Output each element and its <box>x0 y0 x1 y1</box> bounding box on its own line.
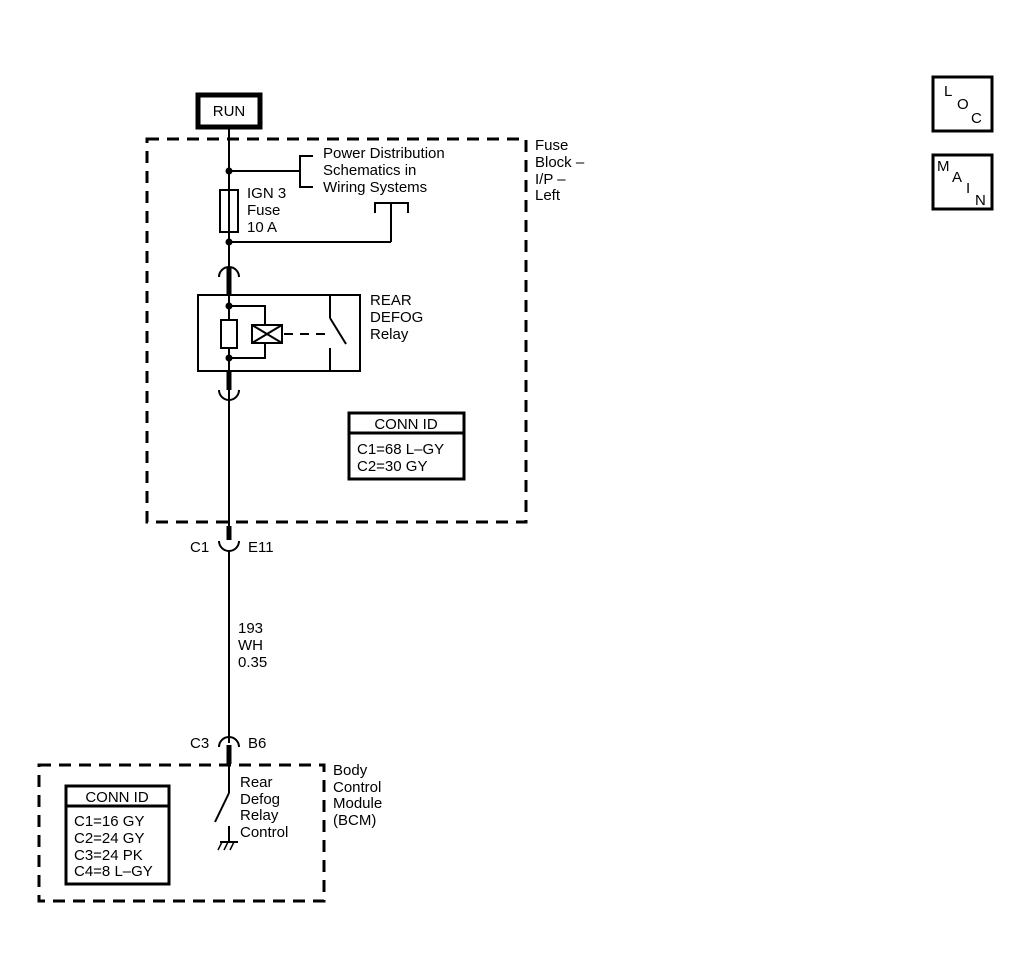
fuse-block-label-line: Block – <box>535 154 585 171</box>
main-letter: I <box>966 180 970 197</box>
run-power-source: RUN <box>195 92 263 130</box>
bcm-control-switch: Rear Defog Relay Control <box>214 764 288 851</box>
wire-label-line: WH <box>238 637 263 654</box>
fuse-block-label: Fuse Block – I/P – Left <box>535 137 585 204</box>
conn-id-row: C4=8 L–GY <box>74 863 153 880</box>
power-dist-line: Schematics in <box>323 162 416 179</box>
wire-label-line: 193 <box>238 620 263 637</box>
connector-c1-e11: C1 E11 <box>190 526 274 556</box>
connector-c3-b6: C3 B6 <box>190 735 266 764</box>
fuse-block-label-line: I/P – <box>535 171 566 188</box>
relay-input-connector <box>218 266 240 295</box>
power-dist-line: Power Distribution <box>323 145 445 162</box>
power-distribution-reference: Power Distribution Schematics in Wiring … <box>299 145 445 242</box>
wire-label-line: 0.35 <box>238 654 267 671</box>
relay-label-line: REAR <box>370 292 412 309</box>
bcm-conn-id-table: CONN ID C1=16 GY C2=24 GY C3=24 PK C4=8 … <box>64 784 171 886</box>
control-label-line: Relay <box>240 807 279 824</box>
conn-id-row: C2=30 GY <box>357 458 427 475</box>
fuse-block-conn-id-table: CONN ID C1=68 L–GY C2=30 GY <box>347 411 466 481</box>
conn-id-row: C2=24 GY <box>74 830 144 847</box>
ign3-fuse: IGN 3 Fuse 10 A <box>219 185 286 236</box>
main-letter: A <box>952 169 962 186</box>
loc-letter: C <box>971 110 982 127</box>
relay-label-line: DEFOG <box>370 309 423 326</box>
fuse-label-line: IGN 3 <box>247 185 286 202</box>
wire-193-label: 193 WH 0.35 <box>238 620 267 671</box>
conn-id-row: C3=24 PK <box>74 847 143 864</box>
rear-defog-relay: REAR DEFOG Relay <box>197 292 423 372</box>
fuse-label-line: 10 A <box>247 219 277 236</box>
main-letter: N <box>975 192 986 209</box>
connector-c1-label: C1 <box>190 539 209 556</box>
loc-letter: O <box>957 96 969 113</box>
fuse-block-label-line: Left <box>535 187 561 204</box>
fuse-label-line: Fuse <box>247 202 280 219</box>
connector-b6-label: B6 <box>248 735 266 752</box>
control-label-line: Defog <box>240 791 280 808</box>
bcm-label-line: Control <box>333 779 381 796</box>
connector-c3-label: C3 <box>190 735 209 752</box>
fuse-block-boundary <box>145 137 528 524</box>
fuse-block-label-line: Fuse <box>535 137 568 154</box>
bcm-label-line: Module <box>333 795 382 812</box>
conn-id-row: C1=68 L–GY <box>357 441 444 458</box>
conn-id-title: CONN ID <box>374 416 438 433</box>
bcm-label-line: Body <box>333 762 368 779</box>
ground-icon <box>217 841 238 851</box>
connector-e11-label: E11 <box>248 539 274 556</box>
conn-id-row: C1=16 GY <box>74 813 144 830</box>
main-button[interactable]: M A I N <box>931 153 994 211</box>
bcm-boundary <box>37 763 326 903</box>
main-letter: M <box>937 158 950 175</box>
conn-id-title: CONN ID <box>85 789 149 806</box>
power-dist-line: Wiring Systems <box>323 179 427 196</box>
loc-button[interactable]: L O C <box>931 75 994 133</box>
relay-label-line: Relay <box>370 326 409 343</box>
bcm-label-line: (BCM) <box>333 812 376 829</box>
bcm-label: Body Control Module (BCM) <box>333 762 382 829</box>
control-label-line: Rear <box>240 774 273 791</box>
control-label-line: Control <box>240 824 288 841</box>
run-label: RUN <box>213 103 246 120</box>
loc-letter: L <box>944 83 952 100</box>
